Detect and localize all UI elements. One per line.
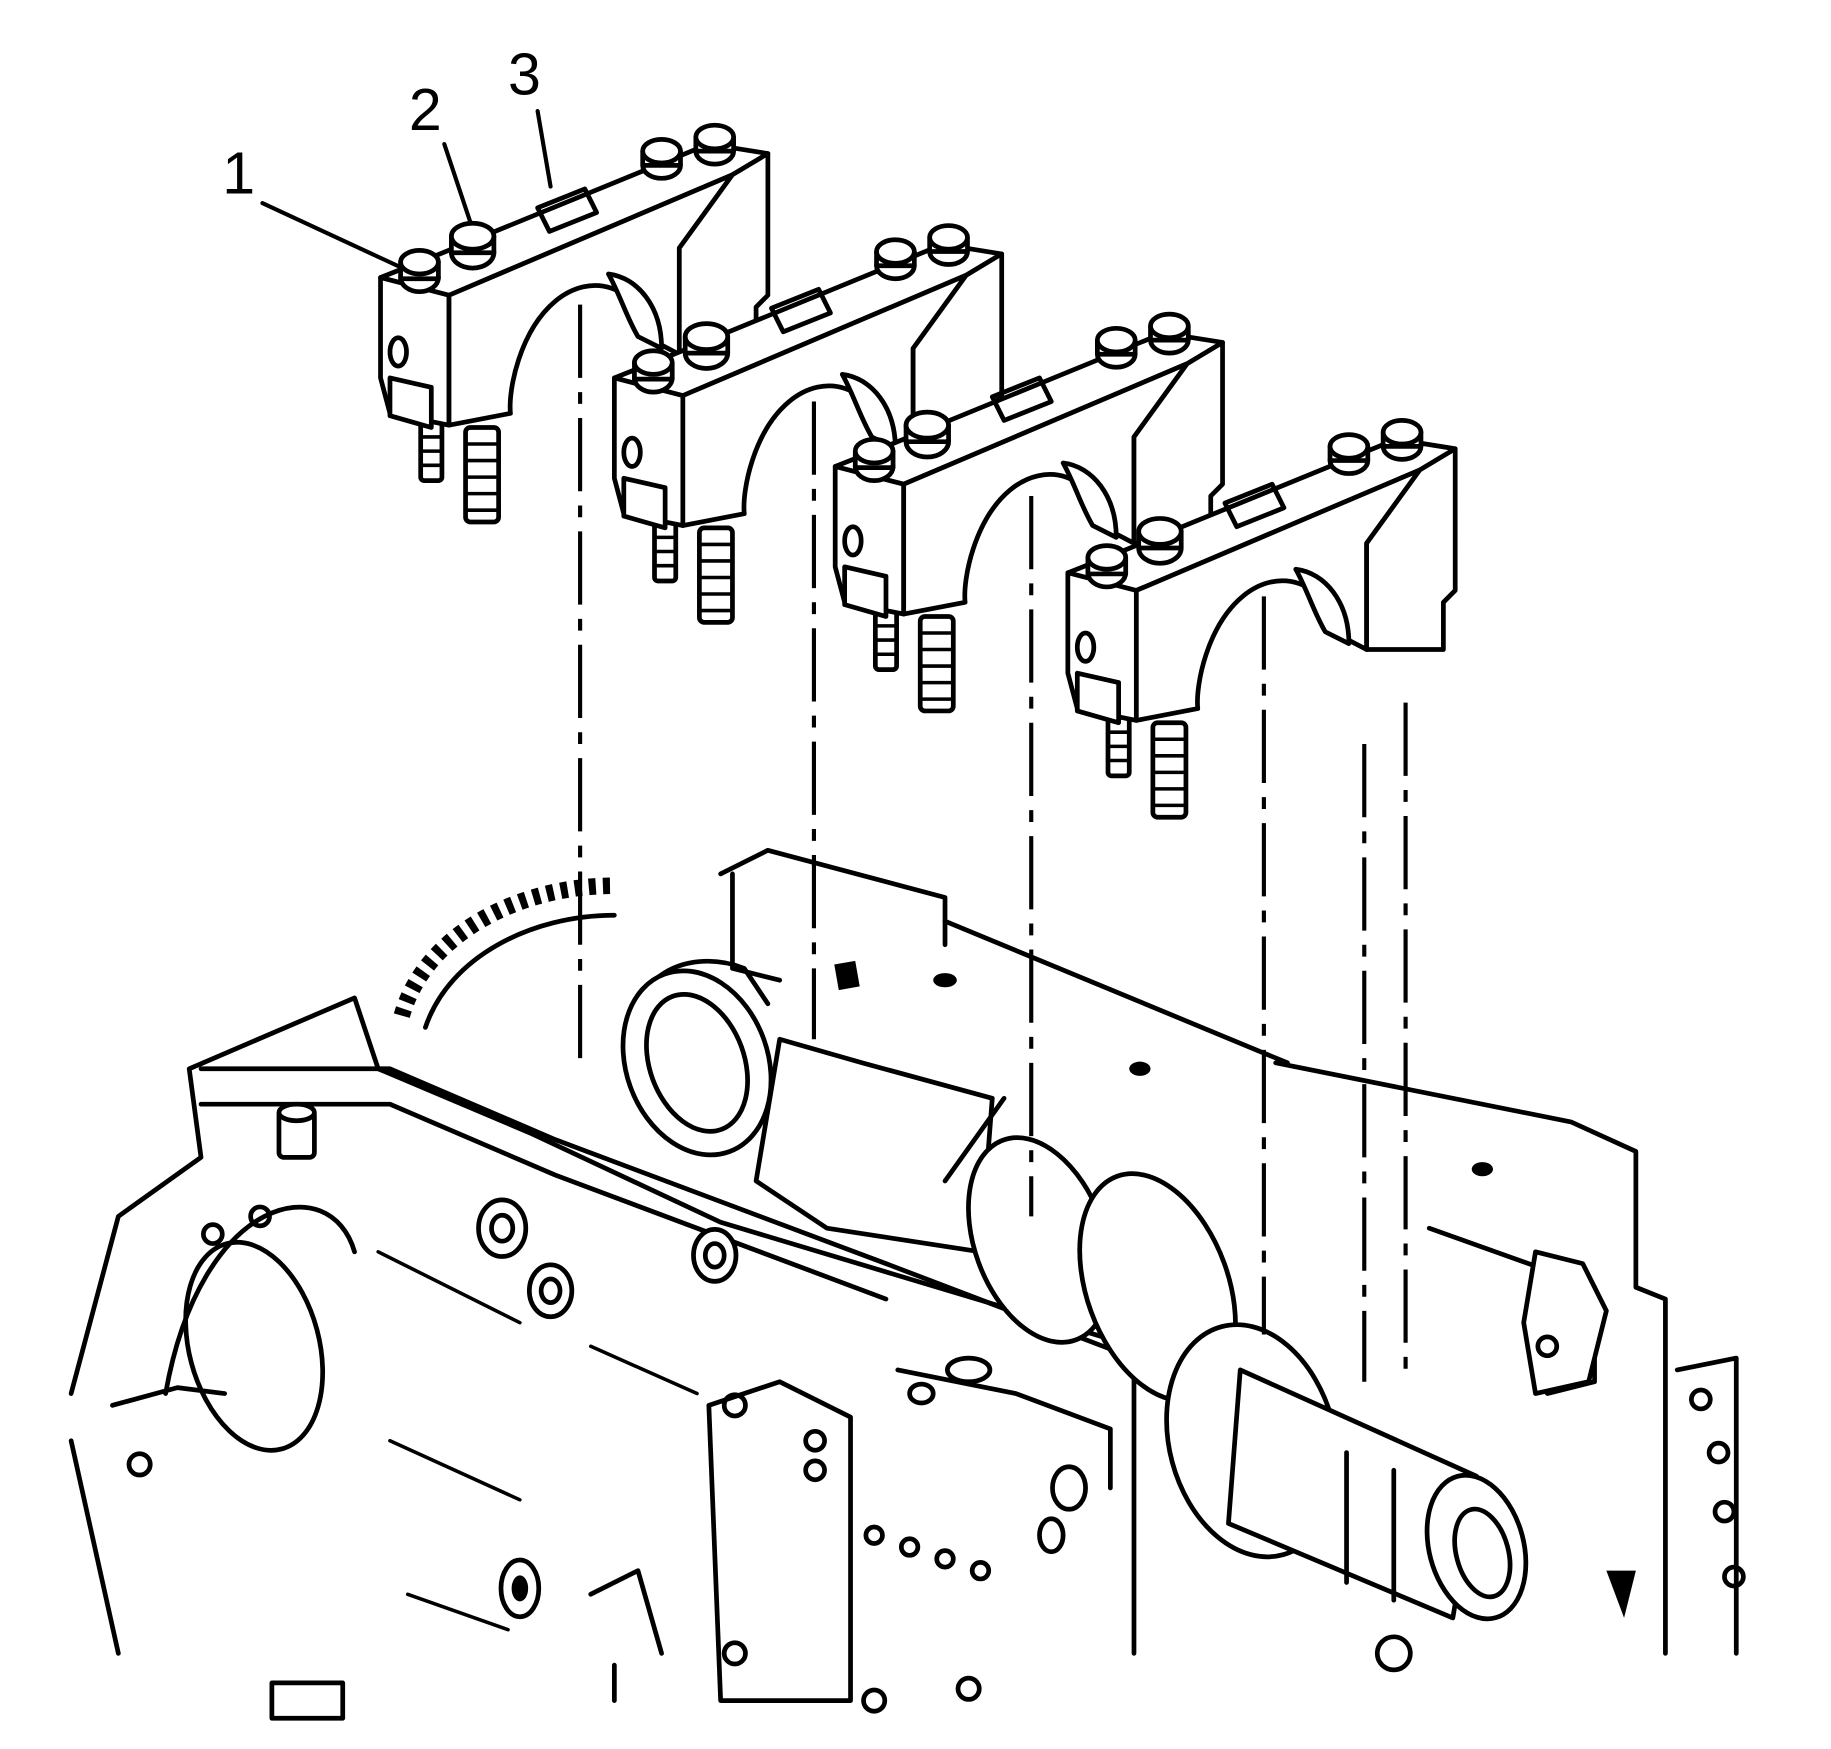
oil-pump-flange — [1521, 1249, 1609, 1396]
block-boss — [476, 1197, 529, 1259]
callouts: 1 2 3 — [222, 41, 553, 274]
callout-leader-1 — [260, 201, 413, 274]
callout-leader-3 — [535, 108, 553, 189]
crank-counterweight — [753, 1036, 995, 1255]
alignment-lines — [578, 304, 1408, 1382]
crank-nose — [1424, 1472, 1529, 1622]
bearing-caps — [381, 125, 1456, 817]
callout-leader-2 — [442, 142, 476, 235]
callout-2: 2 — [409, 77, 476, 235]
crank-journal-1 — [620, 968, 774, 1158]
callout-label-1: 1 — [222, 141, 255, 207]
crankshaft — [620, 958, 1529, 1622]
callout-1: 1 — [222, 141, 413, 274]
engine-block — [68, 847, 1746, 1721]
crank-snout — [1226, 1367, 1479, 1621]
callout-label-3: 3 — [508, 41, 541, 107]
callout-label-2: 2 — [409, 77, 442, 143]
bell-housing-opening — [183, 1239, 326, 1453]
front-cover-plate — [706, 1379, 853, 1703]
timing-gear — [393, 877, 617, 1030]
callout-3: 3 — [508, 41, 553, 189]
